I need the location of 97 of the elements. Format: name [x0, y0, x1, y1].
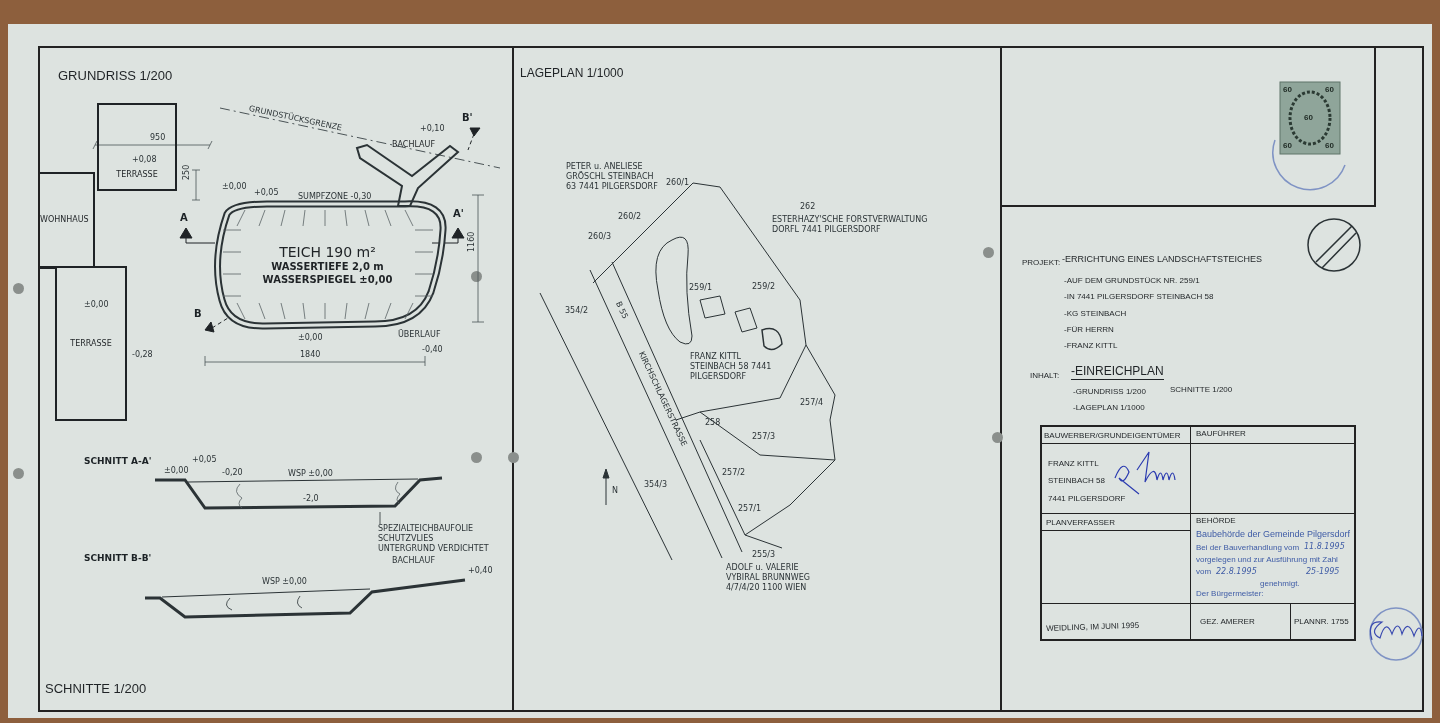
- plan-type: -EINREICHPLAN: [1071, 364, 1164, 380]
- dimension-label: 1160: [467, 231, 477, 252]
- place-date: WEIDLING, IM JUNI 1995: [1046, 620, 1140, 634]
- outlet-label: ÜBERLAUF: [398, 330, 441, 340]
- field-label: PROJEKT:: [1022, 258, 1061, 268]
- handwritten-date: 11.8.1995: [1304, 542, 1345, 552]
- stamp-value: 60: [1283, 85, 1292, 95]
- pond-label: WASSERTIEFE 2,0 m: [271, 261, 384, 274]
- parcel-number: 354/3: [644, 480, 668, 490]
- elevation-label: -2,0: [303, 494, 319, 504]
- elevation-label: +0,05: [192, 455, 217, 465]
- area-label: WOHNHAUS: [40, 214, 89, 226]
- approval-text: Bei der Bauverhandlung vom: [1196, 543, 1300, 553]
- stamp-value: 60: [1283, 141, 1292, 151]
- owner-name: FRANZ KITTL: [1048, 459, 1099, 469]
- column-header: BAUWERBER/GRUNDEIGENTÜMER: [1044, 431, 1181, 441]
- parcel-number: 259/2: [752, 282, 776, 292]
- area-label: TERRASSE: [116, 169, 158, 181]
- sheet-heading: SCHNITTE 1/200: [45, 681, 147, 698]
- parcel-number: 255/3: [752, 550, 776, 560]
- parcel-number: 257/3: [752, 432, 776, 442]
- handwritten-date: 22.8.1995: [1216, 567, 1257, 577]
- material-note: SPEZIALTEICHBAUFOLIE: [378, 524, 475, 534]
- parcel-number: 260/2: [618, 212, 642, 222]
- elevation-label: +0,05: [254, 188, 279, 198]
- stream-label: BACHLAUF: [392, 139, 435, 151]
- dimension-label: 950: [150, 133, 166, 143]
- owner-address: 7441 PILGERSDORF: [1048, 494, 1126, 504]
- approval-text: vorgelegen und zur Ausführung mit Zahl: [1196, 555, 1338, 565]
- owner-address: STEINBACH 58: [1048, 476, 1105, 486]
- authority-heading: Baubehörde der Gemeinde Pilgersdorf: [1196, 529, 1351, 541]
- owner-address: PETER u. ANELIESE GRÖSCHL STEINBACH 63 7441 PILGERSDORF: [566, 162, 659, 192]
- sheet-heading: LAGEPLAN 1/1000: [520, 66, 624, 81]
- dimension-label: 250: [182, 164, 192, 180]
- field-label: INHALT:: [1030, 371, 1060, 381]
- column-header: PLANVERFASSER: [1046, 518, 1115, 528]
- pond-label: TEICH 190 m²: [279, 243, 376, 262]
- section-marker: B': [462, 112, 473, 125]
- section-heading: SCHNITT A-A': [84, 456, 152, 468]
- road-label: B 55: [612, 300, 630, 321]
- content-item: -GRUNDRISS 1/200: [1073, 387, 1146, 397]
- drafter-name: GEZ. AMERER: [1200, 617, 1255, 627]
- column-header: BEHÖRDE: [1196, 516, 1236, 526]
- approval-text: genehmigt.: [1260, 579, 1300, 589]
- pond-label: WASSERSPIEGEL ±0,00: [262, 273, 393, 287]
- material-note: UNTERGRUND VERDICHTET: [378, 544, 489, 554]
- sheet-heading: GRUNDRISS 1/200: [58, 68, 173, 85]
- elevation-label: +0,08: [132, 155, 157, 165]
- elevation-label: -0,20: [222, 468, 243, 478]
- parcel-number: 259/1: [689, 283, 713, 293]
- project-text: -FÜR HERRN: [1064, 325, 1114, 335]
- terrace-outline: [97, 103, 177, 191]
- water-level-label: WSP ±0,00: [288, 469, 333, 479]
- project-text: -ERRICHTUNG EINES LANDSCHAFTSTEICHES: [1062, 254, 1263, 266]
- house-outline: [40, 172, 95, 268]
- handwritten-number: 25-1995: [1306, 567, 1340, 577]
- project-text: -KG STEINBACH: [1064, 309, 1127, 319]
- leader-line: [379, 511, 381, 525]
- content-item: -LAGEPLAN 1/1000: [1073, 403, 1145, 413]
- elevation-label: ±0,00: [222, 182, 247, 192]
- stamp-value: 60: [1325, 141, 1334, 151]
- parcel-number: 260/1: [666, 178, 690, 188]
- owner-address: ESTERHAZY'SCHE FORSTVERWALTUNG DORFL 7441 PILGERSDORF: [772, 215, 929, 235]
- stamp-value: 60: [1304, 113, 1313, 123]
- terrace-outline: [55, 266, 127, 421]
- elevation-label: +0,40: [468, 566, 493, 576]
- stamp-value: 60: [1325, 85, 1334, 95]
- elevation-label: SUMPFZONE -0,30: [298, 192, 372, 202]
- stream-label: BACHLAUF: [392, 556, 435, 566]
- parcel-number: 260/3: [588, 232, 612, 242]
- approval-text: Der Bürgermeister:: [1196, 589, 1264, 599]
- section-heading: SCHNITT B-B': [84, 553, 152, 565]
- elevation-label: +0,10: [420, 124, 445, 134]
- plan-number: PLANNR. 1755: [1294, 617, 1349, 627]
- section-marker: A': [453, 208, 464, 221]
- column-header: BAUFÜHRER: [1196, 429, 1246, 439]
- content-item: SCHNITTE 1/200: [1170, 385, 1233, 395]
- north-label: N: [612, 486, 618, 496]
- approval-text: vom: [1196, 567, 1212, 577]
- material-note: SCHUTZVLIES: [378, 534, 435, 544]
- parcel-number: 257/1: [738, 504, 762, 514]
- section-marker: B: [194, 308, 202, 321]
- parcel-number: 257/2: [722, 468, 746, 478]
- elevation-label: -0,40: [422, 345, 443, 355]
- parcel-number: 354/2: [565, 306, 589, 316]
- owner-address: FRANZ KITTL STEINBACH 58 7441 PILGERSDORF: [690, 352, 773, 382]
- project-text: -FRANZ KITTL: [1064, 341, 1118, 351]
- elevation-label: ±0,00: [84, 300, 109, 310]
- section-marker: A: [180, 212, 188, 225]
- project-text: -IN 7441 PILGERSDORF STEINBACH 58: [1064, 292, 1214, 302]
- owner-address: ADOLF u. VALERIE VYBIRAL BRUNNWEG 4/7/4/20 1100 WIEN: [726, 563, 811, 593]
- parcel-number: 262: [800, 202, 816, 212]
- water-level-label: WSP ±0,00: [262, 577, 307, 587]
- project-text: -AUF DEM GRUNDSTÜCK NR. 259/1: [1064, 276, 1200, 286]
- dimension-label: 1840: [300, 350, 321, 360]
- area-label: TERRASSE: [70, 337, 112, 350]
- parcel-number: 257/4: [800, 398, 824, 408]
